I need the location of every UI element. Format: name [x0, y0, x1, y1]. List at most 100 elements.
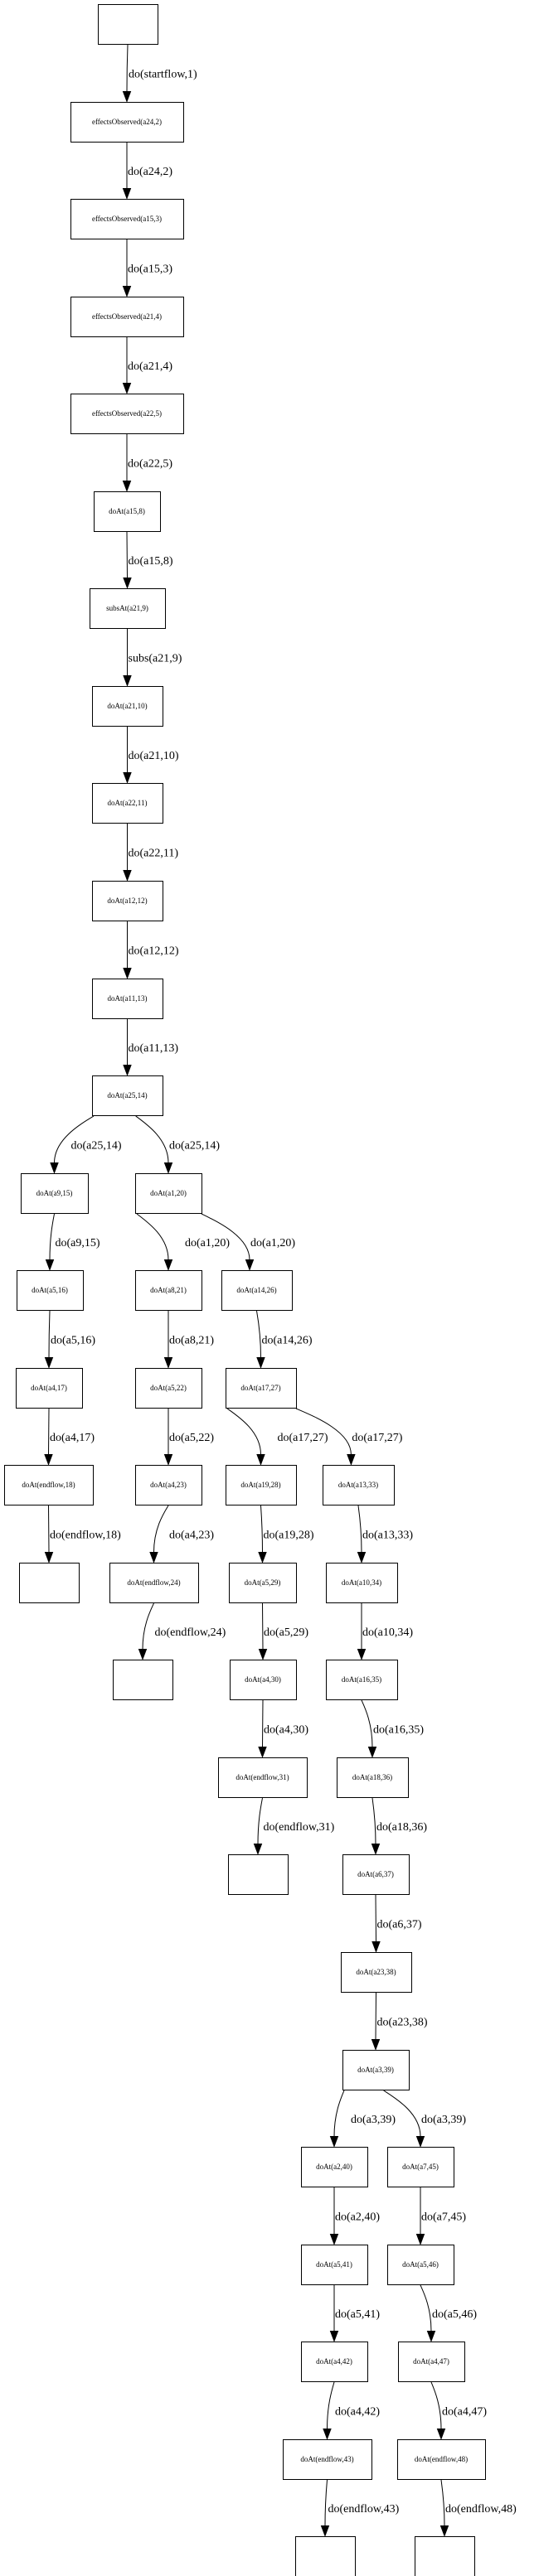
state-node: doAt(a3,39)	[342, 2050, 410, 2090]
node-box	[70, 102, 184, 143]
node-label: doAt(a19,28)	[240, 1481, 280, 1489]
arrowhead-icon	[122, 91, 132, 103]
node-box	[301, 2245, 368, 2285]
arrowhead-icon	[122, 481, 132, 492]
edge-label: do(a3,39)	[351, 2114, 396, 2126]
arrowhead-icon	[256, 1454, 265, 1466]
transition-edge: do(a6,37)	[371, 1894, 422, 1953]
arrowhead-icon	[258, 1552, 267, 1563]
transition-edge: do(a9,15)	[45, 1213, 100, 1271]
arrowhead-icon	[123, 772, 132, 784]
state-node: doAt(a4,42)	[301, 2342, 368, 2382]
arrowhead-icon	[320, 2525, 330, 2537]
node-box	[337, 1757, 409, 1798]
terminal-node	[113, 1660, 173, 1700]
edge-label: do(a14,26)	[262, 1335, 313, 1347]
node-box	[295, 2536, 356, 2576]
edge-label: do(a5,41)	[335, 2308, 380, 2321]
arrowhead-icon	[415, 2136, 425, 2148]
transition-edge: do(startflow,1)	[122, 44, 197, 103]
edge-line	[226, 1408, 261, 1455]
edge-line	[295, 1408, 352, 1455]
state-node: doAt(endflow,24)	[109, 1563, 199, 1603]
node-box	[21, 1173, 89, 1214]
arrowhead-icon	[367, 1747, 377, 1758]
transition-edge: do(a10,34)	[357, 1603, 413, 1660]
arrowhead-icon	[329, 2331, 339, 2342]
terminal-node	[295, 2536, 356, 2576]
state-node: doAt(a6,37)	[342, 1854, 410, 1895]
transition-edge: do(a3,39)	[329, 2090, 396, 2148]
arrowhead-icon	[163, 1357, 173, 1369]
state-node: doAt(endflow,48)	[397, 2439, 486, 2480]
transition-edge: do(a14,26)	[256, 1310, 313, 1369]
edge-label: do(a18,36)	[376, 1821, 427, 1834]
arrowhead-icon	[245, 1259, 255, 1271]
edge-label: do(endflow,48)	[445, 2503, 517, 2516]
node-box	[221, 1270, 293, 1311]
node-label: doAt(a5,41)	[316, 2260, 352, 2269]
node-box	[16, 1368, 83, 1409]
transition-edge: do(endflow,31)	[253, 1797, 335, 1855]
edge-label: do(endflow,43)	[328, 2503, 400, 2516]
edge-label: do(a4,47)	[442, 2406, 487, 2419]
node-label: doAt(a4,30)	[245, 1675, 281, 1684]
transition-edge: do(a5,29)	[258, 1602, 308, 1660]
state-node: subsAt(a21,9)	[90, 588, 166, 629]
transition-edge: do(a15,3)	[122, 239, 172, 297]
edge-label: do(a21,10)	[129, 750, 179, 762]
arrowhead-icon	[45, 1259, 55, 1271]
edge-line	[201, 1213, 250, 1260]
transition-edge: do(a5,16)	[44, 1310, 95, 1369]
node-label: doAt(a5,29)	[245, 1578, 281, 1587]
state-node: doAt(a4,17)	[16, 1368, 83, 1409]
arrowhead-icon	[258, 1747, 267, 1758]
arrowhead-icon	[50, 1162, 59, 1174]
transition-edge: do(a18,36)	[371, 1797, 427, 1855]
transition-edge: do(a4,42)	[323, 2381, 380, 2440]
arrowhead-icon	[256, 1357, 265, 1369]
node-box	[301, 2342, 368, 2382]
arrowhead-icon	[439, 2525, 449, 2537]
edge-line	[153, 1505, 169, 1553]
node-label: subsAt(a21,9)	[106, 604, 148, 612]
node-label: effectsObserved(a21,4)	[92, 312, 162, 321]
node-box	[92, 881, 163, 921]
node-label: doAt(a4,17)	[31, 1384, 67, 1392]
edge-label: do(endflow,24)	[155, 1626, 226, 1639]
node-label: doAt(a1,20)	[150, 1189, 187, 1197]
edge-label: do(a16,35)	[373, 1724, 424, 1737]
node-box	[70, 394, 184, 434]
arrowhead-icon	[258, 1649, 268, 1660]
arrowhead-icon	[347, 1454, 356, 1466]
state-node: doAt(a14,26)	[221, 1270, 293, 1311]
state-node: doAt(a21,10)	[92, 686, 163, 727]
transition-edge: do(a17,27)	[226, 1408, 328, 1466]
node-box	[135, 1173, 202, 1214]
node-box	[323, 1465, 395, 1505]
arrowhead-icon	[149, 1552, 158, 1563]
state-node: doAt(a4,30)	[230, 1660, 297, 1700]
node-label: doAt(a2,40)	[316, 2163, 352, 2171]
node-label: doAt(a4,23)	[150, 1481, 187, 1489]
arrowhead-icon	[357, 1649, 367, 1660]
edge-label: do(a8,21)	[169, 1335, 214, 1347]
node-box	[135, 1368, 202, 1409]
node-label: doAt(a7,45)	[402, 2163, 439, 2171]
edge-label: do(a25,14)	[169, 1140, 220, 1153]
arrowhead-icon	[122, 383, 132, 394]
node-label: doAt(a17,27)	[240, 1384, 280, 1392]
node-label: doAt(a4,42)	[316, 2357, 352, 2366]
edge-line	[357, 1505, 362, 1553]
node-label: doAt(a21,10)	[107, 702, 147, 710]
edge-line	[48, 1505, 50, 1553]
edges-layer: do(startflow,1)do(a24,2)do(a15,3)do(a21,…	[44, 44, 517, 2537]
node-box	[109, 1563, 199, 1603]
transition-edge: do(a22,5)	[122, 434, 172, 492]
transition-edge: do(a17,27)	[295, 1408, 403, 1466]
node-label: doAt(a22,11)	[108, 799, 148, 807]
arrowhead-icon	[329, 2234, 339, 2245]
node-box	[301, 2147, 368, 2187]
edge-line	[136, 1213, 169, 1260]
